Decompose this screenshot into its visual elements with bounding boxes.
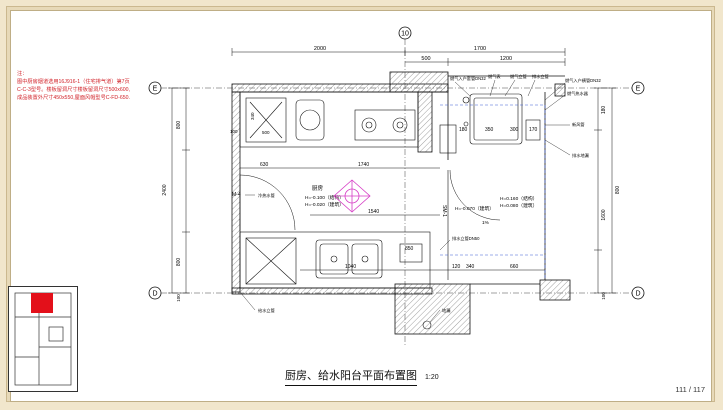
note-heading: 注： [17, 71, 28, 77]
annotation-hot-cold-pipe: 冷热水管 [258, 192, 275, 199]
slope-label: 1% [482, 220, 490, 226]
dim-r6: 500 [262, 130, 270, 135]
annotation-leaders [239, 79, 571, 323]
key-plan-drawing [14, 292, 72, 386]
annotation-gas-meter: 燃气表 [488, 73, 501, 80]
dim-r9: 300 [510, 127, 519, 133]
dim-left-b: 2400 [162, 184, 168, 195]
dim-r4: 1040 [345, 264, 356, 270]
annotation-drain-riser: 排水立管 [532, 73, 549, 80]
annotation-drain: 地漏 [442, 307, 450, 314]
elevation-marker [333, 179, 371, 213]
drawing-title: 厨房、给水阳台平面布置图 [285, 367, 417, 386]
dim-r14: 120 [452, 264, 461, 270]
right-dimensions [594, 87, 616, 294]
grid-axis-d-right: D [631, 286, 645, 300]
pipes [440, 104, 546, 280]
grid-label-e-left: E [153, 86, 158, 93]
dim-top-d: 1200 [500, 56, 512, 62]
walls [231, 71, 571, 335]
annotation-gas-inlet-sleeve: 燃气入户套管DN32 [450, 75, 487, 82]
dim-right-d: 100 [601, 292, 606, 300]
dim-right-a: 180 [601, 106, 607, 115]
door-label-m4: M-4 [232, 192, 241, 198]
annotation-gas-inlet-pipe: 燃气入户横管DN32 [565, 77, 602, 84]
dim-left-d: 100 [176, 294, 181, 302]
annotation-gas-water-heater: 燃气热水器 [567, 90, 589, 97]
grid-label-d-left: D [152, 291, 157, 298]
dim-top-a: 2000 [314, 46, 326, 52]
grid-label-top: 10 [401, 31, 409, 38]
drawing-scale: 1:20 [425, 374, 439, 381]
grid-axis-d-left: D [148, 286, 162, 300]
note-line-2: C-C-3型号。楼板留洞尺寸楼板留洞尺寸500x600, [17, 87, 130, 93]
note-line-1: 图中厨房烟道选用16J916-1（住宅排气道）第7页 [17, 79, 130, 85]
balcony-fixtures [422, 93, 541, 330]
annotation-water-riser: 给水立管 [258, 307, 275, 314]
level-label-2: H=-0.020（建筑） [305, 201, 344, 208]
dim-r8: 350 [485, 127, 494, 133]
dim-r7: 180 [459, 127, 468, 133]
room-label-kitchen: 厨房 [312, 184, 324, 192]
dim-r11: 100 [230, 129, 238, 134]
level-label-3: H=-0.070（建筑） [455, 205, 494, 212]
dim-r12-upper: 340 [250, 112, 255, 120]
dim-r1: 630 [260, 162, 269, 168]
doors [239, 169, 501, 231]
dim-left-a: 800 [176, 121, 182, 130]
dim-top-c: 500 [421, 56, 430, 62]
dim-r12: 340 [466, 264, 475, 270]
annotation-floor-drain: 排水地漏 [572, 152, 589, 159]
grid-axis-e-left: E [148, 81, 162, 95]
grid-axis-e-right: E [631, 81, 645, 95]
level-label-5: H=0.080（建筑） [500, 202, 537, 209]
drawing-sheet [10, 10, 712, 402]
annotation-drain-riser-dn50: 排水立管DN50 [452, 235, 480, 242]
lower-counter [239, 231, 431, 289]
dim-r3: 1540 [368, 209, 379, 215]
level-label-1: H=-0.100（结构） [305, 194, 344, 201]
note-line-3: 成品装置外尺寸450x550,屋面风帽型号C-FD-650. [17, 95, 130, 101]
annotation-gas-riser: 燃气立管 [510, 73, 527, 80]
dim-r2: 1740 [358, 162, 369, 168]
annotation-fresh-air-duct: 新风管 [572, 121, 585, 128]
grid-label-d-right: D [635, 291, 640, 298]
key-plan-highlight [31, 293, 53, 313]
title-block: 厨房、给水阳台平面布置图 1:20 [285, 367, 439, 386]
dim-right-c: 800 [615, 186, 621, 195]
dim-top-b: 1700 [474, 46, 486, 52]
door-label-sm: SM-1 [441, 205, 447, 217]
dim-left-c: 800 [176, 258, 182, 267]
dim-r5: 850 [405, 246, 414, 252]
note-block: 注： 图中厨房烟道选用16J916-1（住宅排气道）第7页 C-C-3型号。楼板… [17, 70, 167, 102]
left-dimensions [168, 87, 190, 294]
grid-label-e-right: E [636, 86, 641, 93]
page-indicator: 111 / 117 [675, 385, 705, 394]
dim-r13: 660 [510, 264, 519, 270]
top-dimensions [231, 48, 566, 66]
level-label-4: H=0.160（结构） [500, 195, 537, 202]
room-dimensions [240, 167, 545, 271]
key-plan [8, 286, 78, 392]
upper-counter [239, 91, 419, 148]
dim-right-b: 1600 [601, 209, 607, 220]
dim-r10: 170 [529, 127, 538, 133]
